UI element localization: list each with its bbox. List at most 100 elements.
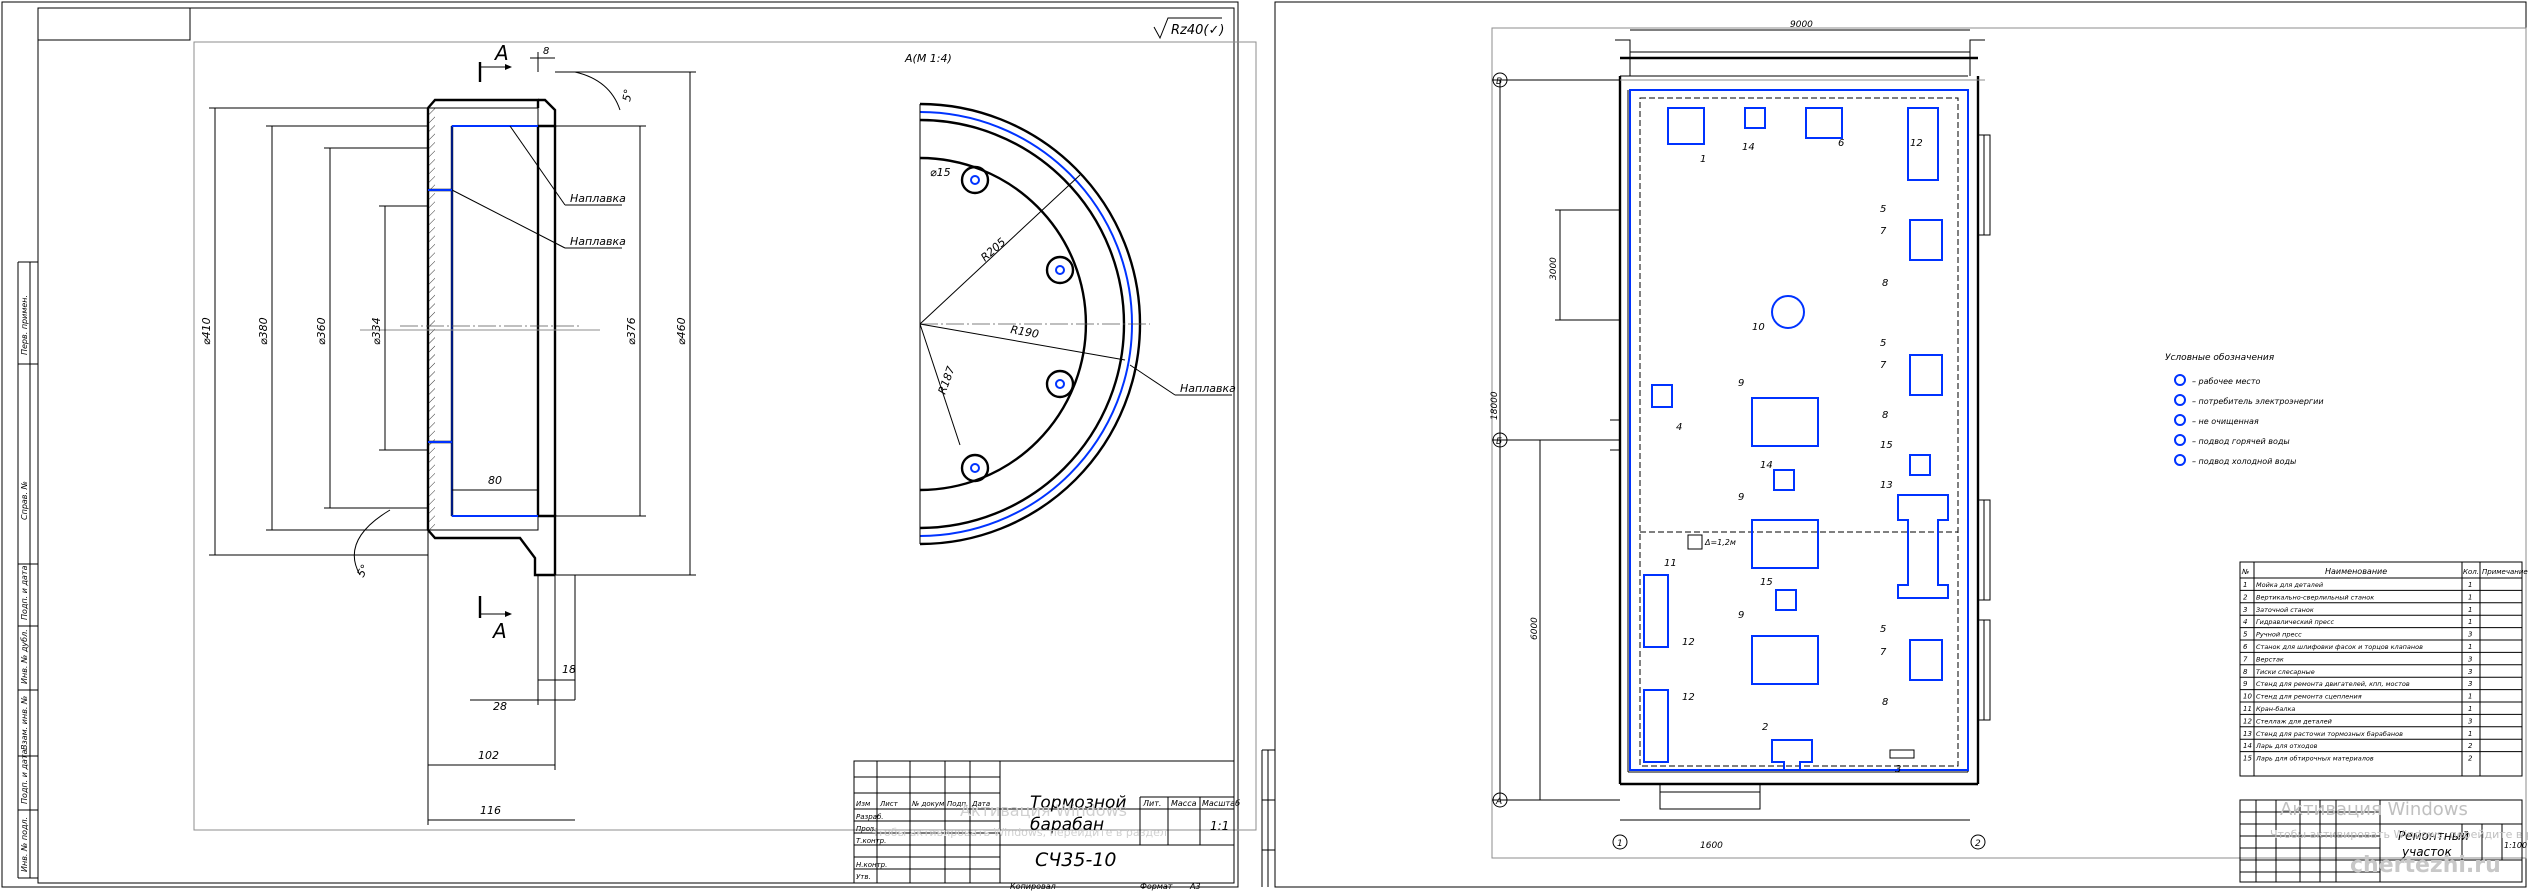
- svg-text:18000: 18000: [1490, 391, 1500, 420]
- svg-text:14: 14: [1760, 460, 1773, 471]
- overlay-callouts: Наплавка Наплавка: [451, 125, 626, 249]
- svg-text:Наплавка: Наплавка: [1180, 382, 1236, 395]
- svg-text:R187: R187: [936, 365, 958, 396]
- table-cell: 3: [2468, 631, 2472, 639]
- svg-text:Т.контр.: Т.контр.: [856, 837, 886, 845]
- svg-text:Масса: Масса: [1171, 799, 1197, 808]
- table-cell-name: Верстак: [2256, 655, 2284, 663]
- equipment-drum-boring: [1897, 494, 1949, 599]
- svg-text:– не очищенная: – не очищенная: [2192, 417, 2259, 426]
- table-cell: 2: [2243, 593, 2248, 601]
- equipment-press: [1651, 384, 1673, 408]
- svg-text:Изм: Изм: [856, 800, 871, 808]
- workplace-icon: [2174, 374, 2186, 386]
- svg-text:Б: Б: [1496, 437, 1502, 447]
- svg-text:Лит.: Лит.: [1142, 799, 1161, 808]
- table-cell: 2: [2468, 755, 2473, 763]
- table-cell-name: Вертикально-сверлильный станок: [2256, 593, 2374, 601]
- table-header: Примечание: [2482, 568, 2528, 576]
- svg-text:Формат: Формат: [1140, 882, 1173, 891]
- table-cell: 12: [2243, 717, 2252, 725]
- table-cell: 5: [2243, 631, 2248, 639]
- equipment-washer: [1667, 107, 1705, 145]
- side-strip-label: Инв. № дубл.: [20, 629, 29, 684]
- left-side-strip: Инв. № подл. Подп. и дата Взам. инв. № И…: [17, 261, 38, 879]
- table-cell-name: Станок для шлифовки фасок и торцов клапа…: [2256, 643, 2423, 651]
- untreated-icon: [2174, 414, 2186, 426]
- svg-text:Подп.: Подп.: [947, 800, 968, 808]
- table-cell: 3: [2468, 717, 2472, 725]
- table-cell: 1: [2468, 705, 2472, 713]
- table-cell: 3: [2243, 606, 2247, 614]
- diameter-dimensions: ⌀410 ⌀380 ⌀360 ⌀334 ⌀376 ⌀460: [200, 71, 696, 576]
- svg-text:5°: 5°: [354, 562, 372, 579]
- table-cell: 1: [2468, 581, 2472, 589]
- svg-text:– подвод холодной воды: – подвод холодной воды: [2192, 457, 2296, 466]
- svg-text:1:100: 1:100: [2504, 841, 2527, 850]
- table-cell: 3: [2468, 668, 2472, 676]
- width-dimensions: 80 18 28 102 116 8 5° 5°: [353, 46, 635, 825]
- svg-text:Δ=1,2м: Δ=1,2м: [1704, 538, 1736, 547]
- legend: Условные обозначения – рабочее место – п…: [2165, 353, 2324, 466]
- svg-text:7: 7: [1880, 360, 1887, 371]
- svg-text:Активация Windows: Активация Windows: [960, 801, 1127, 820]
- svg-text:80: 80: [488, 474, 502, 487]
- svg-text:№ докум.: № докум.: [911, 800, 947, 808]
- svg-text:9: 9: [1738, 378, 1744, 389]
- table-cell: 11: [2243, 705, 2252, 713]
- svg-text:1: 1: [1700, 154, 1706, 165]
- table-cell: 1: [2468, 643, 2472, 651]
- equipment-bench: [1909, 354, 1943, 396]
- equipment-crane: [1687, 534, 1703, 550]
- svg-text:2: 2: [1762, 722, 1768, 733]
- left-title-block: Изм Лист № докум. Подп. Дата Разраб. Про…: [853, 760, 1240, 891]
- svg-text:102: 102: [478, 749, 499, 762]
- svg-text:Активация Windows: Активация Windows: [2280, 799, 2468, 820]
- svg-text:9000: 9000: [1790, 20, 1813, 30]
- svg-text:Условные обозначения: Условные обозначения: [2165, 353, 2275, 363]
- svg-text:⌀360: ⌀360: [315, 317, 328, 345]
- equipment-clutch-stand: [1771, 295, 1805, 329]
- side-strip-label: Перв. примен.: [20, 295, 29, 355]
- right-sheet: 9000 3000 18000 6000 1600 В Б А 1 2: [1261, 1, 2528, 888]
- equipment-engine-stand: [1751, 635, 1819, 685]
- table-cell-name: Стенд для ремонта двигателей, кпп, мосто…: [2256, 680, 2410, 688]
- svg-text:3: 3: [1895, 764, 1901, 775]
- side-strip-label: Подп. и дата: [20, 565, 29, 620]
- table-cell: 14: [2243, 742, 2252, 750]
- table-cell: 3: [2468, 655, 2472, 663]
- table-cell: 7: [2243, 655, 2248, 663]
- table-header: №: [2241, 568, 2249, 576]
- right-title-block: Ремонтный участок 1:100: [2239, 799, 2527, 883]
- svg-text:1600: 1600: [1700, 841, 1723, 851]
- svg-text:5°: 5°: [620, 88, 635, 103]
- svg-text:7: 7: [1880, 226, 1887, 237]
- svg-text:Разраб.: Разраб.: [856, 813, 884, 821]
- cold-water-icon: [2174, 454, 2186, 466]
- svg-text:⌀460: ⌀460: [675, 317, 688, 345]
- svg-text:СЧ35-10: СЧ35-10: [1035, 849, 1117, 871]
- side-strip-label: Подп. и дата: [20, 749, 29, 804]
- svg-text:1:1: 1:1: [1210, 819, 1229, 833]
- svg-text:барабан: барабан: [1030, 815, 1104, 835]
- side-strip-label: Инв. № подл.: [20, 817, 29, 872]
- table-cell-name: Мойка для деталей: [2256, 581, 2323, 589]
- equipment-markers: 1 14 6 12 5 7 8 10 9 4 5 7 8 15 14 13 9 …: [1664, 138, 1923, 775]
- svg-text:9: 9: [1738, 610, 1744, 621]
- right-side-strip: [1261, 749, 1275, 887]
- table-cell-name: Ручной пресс: [2256, 631, 2302, 639]
- svg-text:12: 12: [1910, 138, 1923, 149]
- table-cell-name: Ларь для обтирочных материалов: [2255, 755, 2374, 763]
- table-cell: 13: [2243, 730, 2252, 738]
- plan-dimensions: 9000 3000 18000 6000 1600 В Б А 1 2: [1490, 20, 1986, 851]
- right-paper-edge: [1491, 27, 2527, 859]
- svg-text:Масштаб: Масштаб: [1202, 799, 1240, 808]
- table-cell-name: Заточной станок: [2256, 606, 2314, 614]
- side-strip-label: Справ. №: [20, 481, 29, 520]
- equipment-engine-stand: [1751, 519, 1819, 569]
- table-cell-name: Кран-балка: [2256, 705, 2295, 713]
- hot-water-icon: [2174, 434, 2186, 446]
- equipment-bin: [1775, 589, 1797, 611]
